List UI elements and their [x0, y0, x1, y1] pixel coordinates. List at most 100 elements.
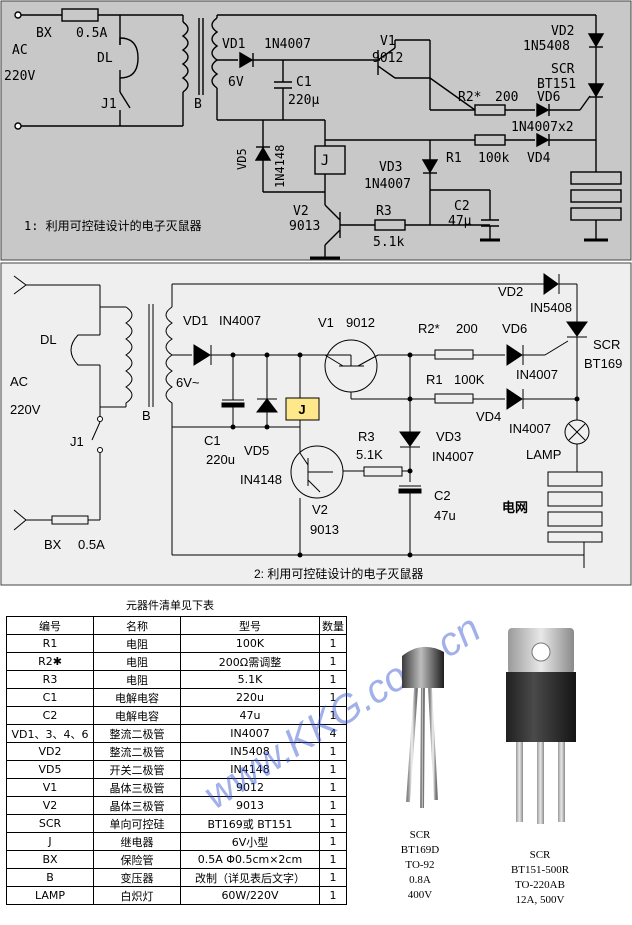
top-vd1-value: 1N4007	[264, 37, 311, 52]
top-r3-label: R3	[376, 204, 392, 219]
cell-id: V1	[6, 778, 94, 797]
top-v2-value: 9013	[289, 219, 320, 234]
top-scr-label: SCR	[551, 62, 575, 77]
top-r2-value: 200	[495, 90, 518, 105]
top-vd5-value: 1N4148	[273, 145, 287, 188]
bottom-j1-label: J1	[70, 434, 84, 449]
cell-id: VD5	[6, 760, 94, 779]
cell-id: J	[6, 832, 94, 851]
cell-qty: 1	[319, 832, 347, 851]
top-c2-value: 47μ	[448, 214, 472, 229]
cell-model: 200Ω需调整	[180, 652, 320, 671]
cell-name: 变压器	[93, 868, 181, 887]
cell-id: LAMP	[6, 886, 94, 905]
top-ac-label: AC	[12, 43, 28, 58]
top-vd6-label: VD6	[537, 90, 560, 105]
cell-name: 电解电容	[93, 706, 181, 725]
bottom-bx-value: 0.5A	[78, 537, 105, 552]
cell-model: 60W/220V	[180, 886, 320, 905]
bottom-vd1-value: IN4007	[219, 313, 261, 328]
cell-id: R1	[6, 634, 94, 653]
watermark: www.KKG.com.cn	[205, 606, 488, 817]
bottom-v2-label: V2	[312, 502, 328, 517]
bottom-scr-value: BT169	[584, 356, 622, 371]
top-caption: 1: 利用可控硅设计的电子灭鼠器	[24, 218, 202, 233]
bottom-c1-value: 220u	[206, 452, 235, 467]
cell-name: 整流二极管	[93, 724, 181, 743]
cell-model: IN5408	[180, 742, 320, 761]
top-v1-label: V1	[380, 34, 396, 49]
parts-list-title: 元器件清单见下表	[126, 599, 214, 612]
cell-model: 0.5A Φ0.5cm×2cm	[180, 850, 320, 869]
bottom-c2-value: 47u	[434, 508, 456, 523]
to92-caption: SCR BT169D TO-92 0.8A 400V	[400, 829, 440, 901]
cell-name: 继电器	[93, 832, 181, 851]
cell-model: 6V小型	[180, 832, 320, 851]
top-vd3-label: VD3	[379, 160, 402, 175]
bottom-vd5-value: IN4148	[240, 472, 282, 487]
cell-qty: 4	[319, 724, 347, 743]
bottom-dl-label: DL	[40, 332, 57, 347]
bottom-r2-value: 200	[456, 321, 478, 336]
cell-id: BX	[6, 850, 94, 869]
bottom-vd5-label: VD5	[244, 443, 269, 458]
cell-name: 整流二极管	[93, 742, 181, 761]
bottom-v2-value: 9013	[310, 522, 339, 537]
bottom-vd4-value: IN4007	[509, 421, 551, 436]
top-diagram-background	[0, 0, 632, 261]
col-header-name: 名称	[93, 616, 181, 635]
cell-name: 保险管	[93, 850, 181, 869]
bottom-vd3-value: IN4007	[432, 449, 474, 464]
cell-qty: 1	[319, 850, 347, 869]
bottom-r1-label: R1	[426, 372, 443, 387]
top-relay-j-label: J	[321, 153, 329, 169]
bottom-v1-value: 9012	[346, 315, 375, 330]
top-c1-label: C1	[296, 75, 312, 90]
cell-name: 白炽灯	[93, 886, 181, 905]
cell-id: SCR	[6, 814, 94, 833]
top-ac-voltage: 220V	[4, 69, 35, 84]
top-b-label: B	[194, 97, 202, 112]
bottom-vd3-label: VD3	[436, 429, 461, 444]
bottom-lamp-label: LAMP	[526, 447, 561, 462]
top-vd2-value: 1N5408	[523, 39, 570, 54]
bottom-grid-label: 电网	[502, 500, 528, 515]
cell-model: 改制（详见表后文字）	[180, 868, 320, 887]
bottom-r3-value: 5.1K	[356, 447, 383, 462]
bottom-ac-voltage: 220V	[10, 402, 41, 417]
top-vd4-label: VD4	[527, 151, 551, 166]
bottom-b-label: B	[142, 408, 151, 423]
cell-id: VD2	[6, 742, 94, 761]
top-j1-label: J1	[101, 97, 117, 112]
bottom-vd4-label: VD4	[476, 409, 501, 424]
top-dl-label: DL	[97, 51, 113, 66]
top-scr-value: BT151	[537, 77, 576, 92]
cell-name: 晶体三极管	[93, 796, 181, 815]
bottom-r1-value: 100K	[454, 372, 485, 387]
top-vd3-value: 1N4007	[364, 177, 411, 192]
parts-table-header: 编号 名称 型号 数量	[6, 616, 347, 635]
cell-id: V2	[6, 796, 94, 815]
cell-qty: 1	[319, 868, 347, 887]
bottom-caption: 2: 利用可控硅设计的电子灭鼠器	[254, 566, 423, 581]
cell-qty: 1	[319, 886, 347, 905]
bottom-circuit-diagram: DL AC 220V J1 BX 0.5A B VD1 IN4007 6V~ C…	[0, 262, 632, 586]
top-bx-label: BX	[36, 26, 52, 41]
bottom-ac-label: AC	[10, 374, 28, 389]
cell-id: R2✱	[6, 652, 94, 671]
bottom-scr-label: SCR	[593, 337, 620, 352]
bottom-vd2-label: VD2	[498, 284, 523, 299]
cell-id: VD1、3、4、6	[6, 724, 94, 743]
bottom-r3-label: R3	[358, 429, 375, 444]
cell-name: 电阻	[93, 634, 181, 653]
